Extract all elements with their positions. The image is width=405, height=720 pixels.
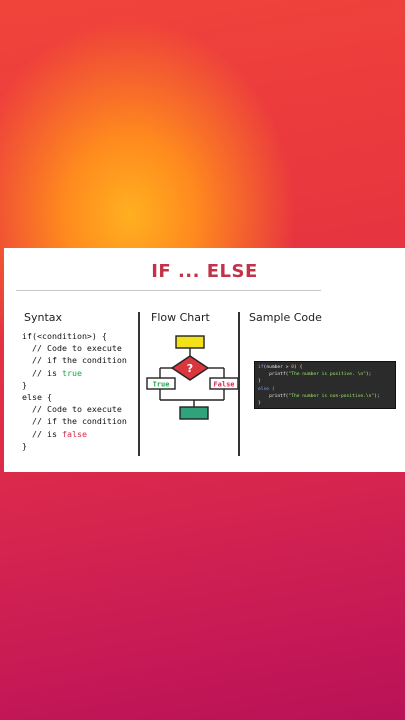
question-mark: ? [187, 362, 193, 375]
syntax-line: else { [22, 391, 52, 402]
false-label: False [213, 381, 234, 389]
code-token: ) { [294, 365, 303, 370]
syntax-line: // if the condition [22, 416, 127, 427]
code-line: printf("The number is positive. \n"); [258, 371, 392, 378]
false-keyword: false [61, 428, 87, 439]
end-box [179, 406, 209, 420]
syntax-line: if(<condition>) { [22, 331, 107, 341]
code-token: printf( [258, 393, 289, 399]
syntax-line: // Code to execute [22, 343, 122, 354]
syntax-heading: Syntax [24, 311, 63, 324]
code-line: } [258, 401, 261, 407]
decision-diamond [170, 355, 210, 381]
code-token: > [282, 365, 292, 370]
code-line: else { [258, 386, 275, 392]
title-rule [16, 290, 321, 291]
code-token: 0 [291, 365, 295, 370]
syntax-code-block: if(<condition>) { // Code to execute // … [22, 330, 127, 452]
flowchart-heading: Flow Chart [151, 311, 210, 324]
syntax-line: // if the condition [22, 355, 127, 366]
code-token: number [266, 365, 283, 370]
sample-code-heading: Sample Code [249, 311, 322, 324]
code-line: } [258, 379, 261, 385]
code-token: if [258, 365, 264, 370]
info-card: IF ... ELSE Syntax Flow Chart Sample Cod… [4, 248, 405, 472]
start-box [175, 335, 205, 349]
code-token: printf( [258, 372, 289, 378]
code-token: "The number is positive. \n" [288, 372, 366, 378]
code-token: ( [263, 365, 267, 370]
column-divider-left [138, 312, 140, 456]
syntax-line: } [22, 379, 27, 390]
syntax-line: // is false [22, 428, 127, 440]
syntax-line: } [22, 440, 27, 451]
syntax-line: // is true [22, 367, 127, 379]
true-box [146, 377, 176, 390]
code-token: "The number is non-positive.\n" [288, 393, 375, 399]
syntax-line-text: // is [22, 428, 62, 439]
code-token: ); [374, 393, 380, 399]
syntax-line: // Code to execute [22, 404, 122, 415]
true-label: True [153, 381, 170, 389]
flowchart-diagram: ? True False [146, 335, 238, 420]
code-token: ); [365, 372, 372, 378]
syntax-line-text: // is [22, 367, 62, 378]
column-divider-right [238, 312, 240, 456]
true-keyword: true [61, 367, 82, 378]
card-title: IF ... ELSE [151, 261, 258, 282]
sample-code-block: if(number > 0) { printf("The number is p… [254, 361, 396, 409]
code-line: if(number > 0) { [258, 364, 392, 371]
code-line: printf("The number is non-positive.\n"); [258, 393, 392, 400]
